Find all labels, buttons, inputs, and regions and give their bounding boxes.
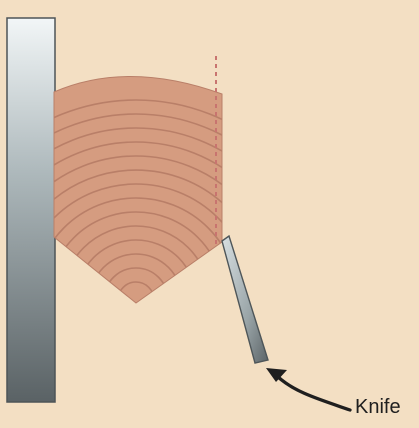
knife-label: Knife bbox=[355, 397, 401, 417]
metal-bar bbox=[7, 18, 55, 402]
